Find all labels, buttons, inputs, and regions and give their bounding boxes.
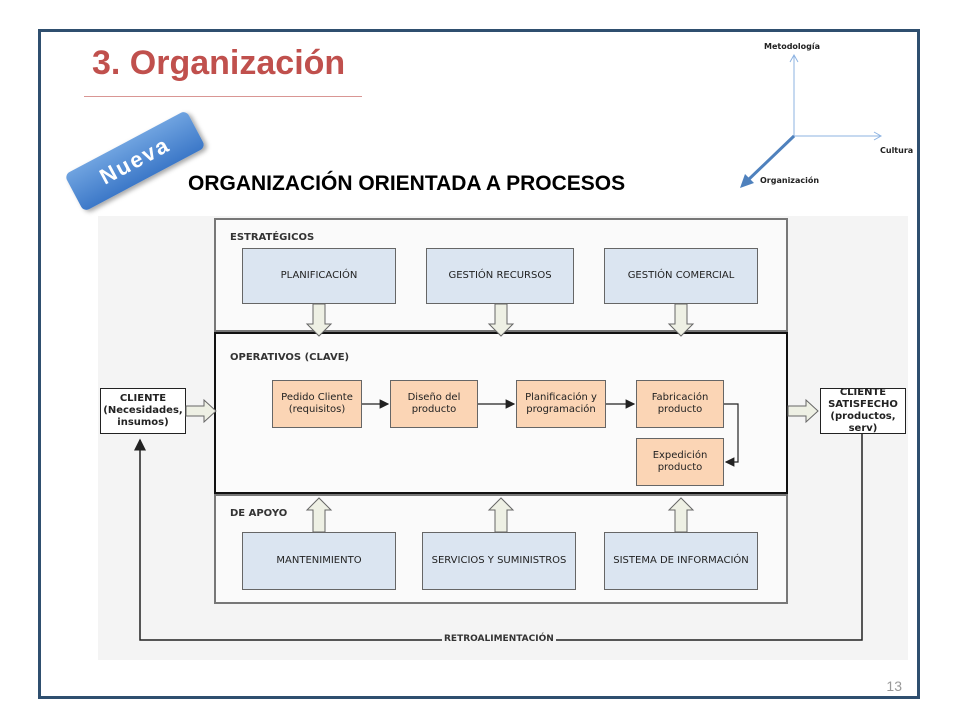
box-expedicion-producto: Expedición producto <box>636 438 724 486</box>
band-label-apoyo: DE APOYO <box>230 508 288 519</box>
box-fabricacion-producto: Fabricación producto <box>636 380 724 428</box>
slide-title: 3. Organización <box>92 44 346 82</box>
page-number: 13 <box>886 678 902 694</box>
box-gestion-recursos: GESTIÓN RECURSOS <box>426 248 574 304</box>
box-sistema-informacion: SISTEMA DE INFORMACIÓN <box>604 532 758 590</box>
box-gestion-comercial: GESTIÓN COMERCIAL <box>604 248 758 304</box>
box-mantenimiento: MANTENIMIENTO <box>242 532 396 590</box>
box-servicios-suministros: SERVICIOS Y SUMINISTROS <box>422 532 576 590</box>
box-diseno-producto: Diseño del producto <box>390 380 478 428</box>
box-planificacion-programacion: Planificación y programación <box>516 380 606 428</box>
band-label-estrategicos: ESTRATÉGICOS <box>230 232 315 243</box>
diagram-subtitle: ORGANIZACIÓN ORIENTADA A PROCESOS <box>188 172 626 195</box>
feedback-label: RETROALIMENTACIÓN <box>442 634 556 644</box>
box-pedido-cliente: Pedido Cliente (requisitos) <box>272 380 362 428</box>
box-cliente-entrada: CLIENTE (Necesidades, insumos) <box>100 388 186 434</box>
band-label-operativos: OPERATIVOS (CLAVE) <box>230 352 350 363</box>
axis-label-cultura: Cultura <box>880 146 914 155</box>
axis-label-organizacion: Organización <box>760 176 820 185</box>
box-planificacion: PLANIFICACIÓN <box>242 248 396 304</box>
title-underline <box>84 96 362 97</box>
axis-label-metodologia: Metodología <box>764 42 821 51</box>
box-cliente-satisfecho: CLIENTE SATISFECHO (productos, serv) <box>820 387 906 434</box>
